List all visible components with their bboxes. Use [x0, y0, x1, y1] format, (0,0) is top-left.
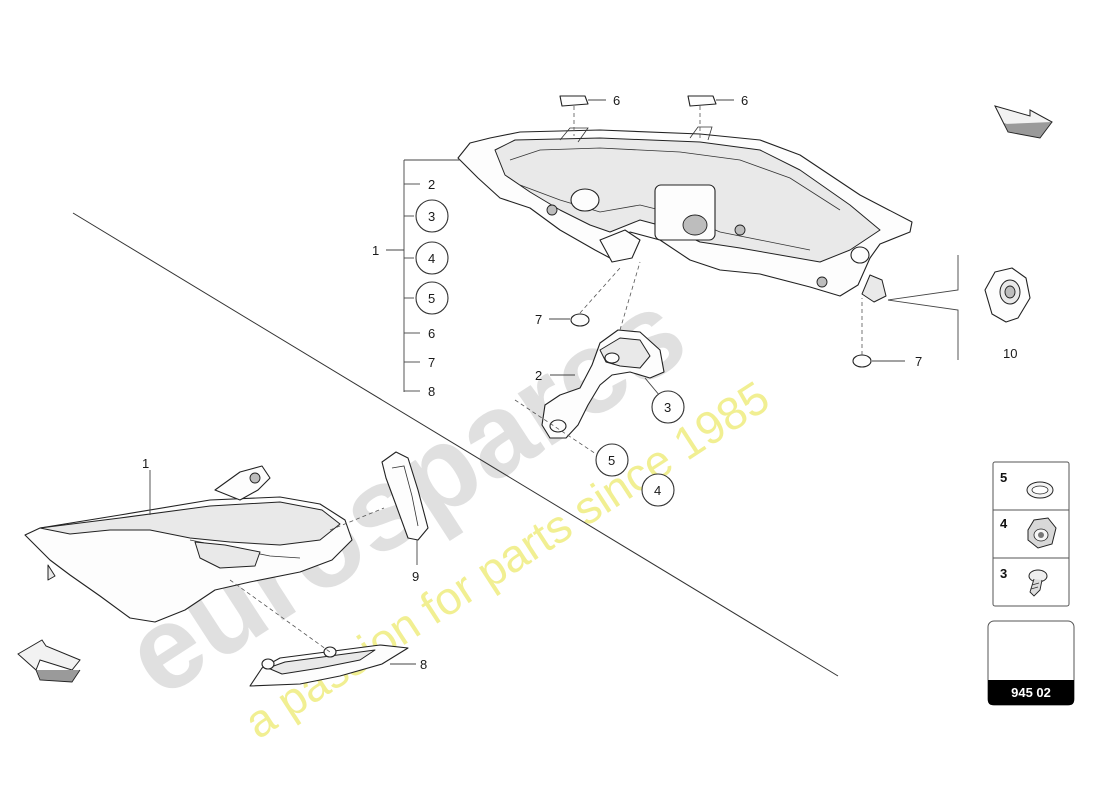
label-5-group: 5 [428, 291, 435, 306]
pad-part-6b [687, 95, 717, 107]
separator-line [72, 212, 839, 677]
direction-arrow-top-right [994, 105, 1053, 139]
page-code-card: 945 02 [987, 620, 1075, 706]
label-7-right: 7 [915, 354, 922, 369]
label-8-group: 8 [428, 384, 435, 399]
bracket-part-9 [381, 451, 429, 541]
pad-part-6a [559, 95, 589, 107]
label-7-group: 7 [428, 355, 435, 370]
direction-arrow-bottom-left [17, 639, 81, 683]
light-cover-part-1 [24, 465, 353, 623]
grommet-nut-icon [1027, 517, 1057, 549]
circle-4-bracket: 4 [641, 473, 675, 507]
label-5-bracket: 5 [608, 453, 615, 468]
label-7-left: 7 [535, 312, 542, 327]
label-4-group: 4 [428, 251, 435, 266]
seal-ring-icon [1026, 481, 1054, 499]
label-2-bracket: 2 [535, 368, 542, 383]
label-6-group: 6 [428, 326, 435, 341]
label-9: 9 [412, 569, 419, 584]
circle-4-group: 4 [415, 241, 449, 275]
bracket-part-2 [541, 329, 665, 439]
legend-num-4: 4 [1000, 516, 1008, 531]
callout-group-bracket [386, 159, 460, 392]
screw-icon [1028, 569, 1048, 597]
circle-3-bracket: 3 [651, 390, 685, 424]
label-6-left: 6 [613, 93, 620, 108]
label-3-bracket: 3 [664, 400, 671, 415]
o-ring-7-left [570, 313, 590, 327]
cap-part-10 [984, 267, 1031, 323]
label-8-lower: 8 [420, 657, 427, 672]
label-1-group: 1 [372, 243, 379, 258]
label-1-lower: 1 [142, 456, 149, 471]
o-ring-7-right [852, 354, 872, 368]
circle-3-group: 3 [415, 199, 449, 233]
label-2-group: 2 [428, 177, 435, 192]
page-code: 945 02 [1011, 685, 1051, 700]
label-4-bracket: 4 [654, 483, 661, 498]
label-10: 10 [1003, 346, 1017, 361]
fastener-legend: 5 4 3 [992, 461, 1070, 607]
circle-5-bracket: 5 [595, 443, 629, 477]
circle-5-group: 5 [415, 281, 449, 315]
legend-num-3: 3 [1000, 566, 1007, 581]
label-3-group: 3 [428, 209, 435, 224]
label-6-right: 6 [741, 93, 748, 108]
legend-num-5: 5 [1000, 470, 1007, 485]
tail-light-housing [457, 126, 913, 303]
lens-part-8 [249, 644, 409, 687]
